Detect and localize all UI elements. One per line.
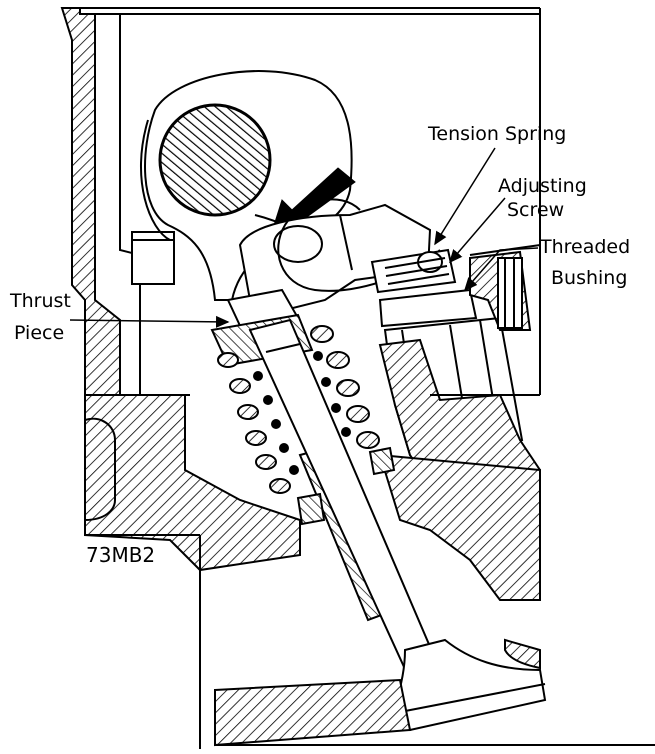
threaded-bushing-leader	[464, 247, 539, 292]
valve-springs	[217, 325, 380, 494]
head-casting-lower	[84, 394, 541, 749]
label-adjusting-screw-line2: Screw	[507, 199, 564, 221]
thrust-piece-leader	[69, 315, 230, 328]
label-thrust-piece-line1: Thrust	[9, 290, 71, 312]
label-tension-spring: Tension Spring	[427, 123, 566, 145]
label-thrust-piece-line2: Piece	[14, 322, 64, 344]
adjusting-screw-leader	[449, 197, 506, 264]
rocker-arm	[238, 203, 432, 312]
camshaft-cross-section	[158, 103, 272, 217]
valve-stem	[248, 318, 442, 682]
figure-code: 73MB2	[86, 543, 155, 567]
valve-head	[214, 638, 655, 747]
adjusting-screw	[370, 248, 457, 294]
tension-spring-leader	[434, 147, 496, 246]
label-adjusting-screw-line1: Adjusting	[498, 175, 587, 197]
camshaft	[140, 70, 353, 301]
head-casting-left-wall	[60, 7, 540, 396]
label-threaded-bushing-line2: Bushing	[551, 267, 627, 289]
leader-lines	[69, 147, 539, 328]
label-threaded-bushing-line1: Threaded	[539, 236, 630, 258]
